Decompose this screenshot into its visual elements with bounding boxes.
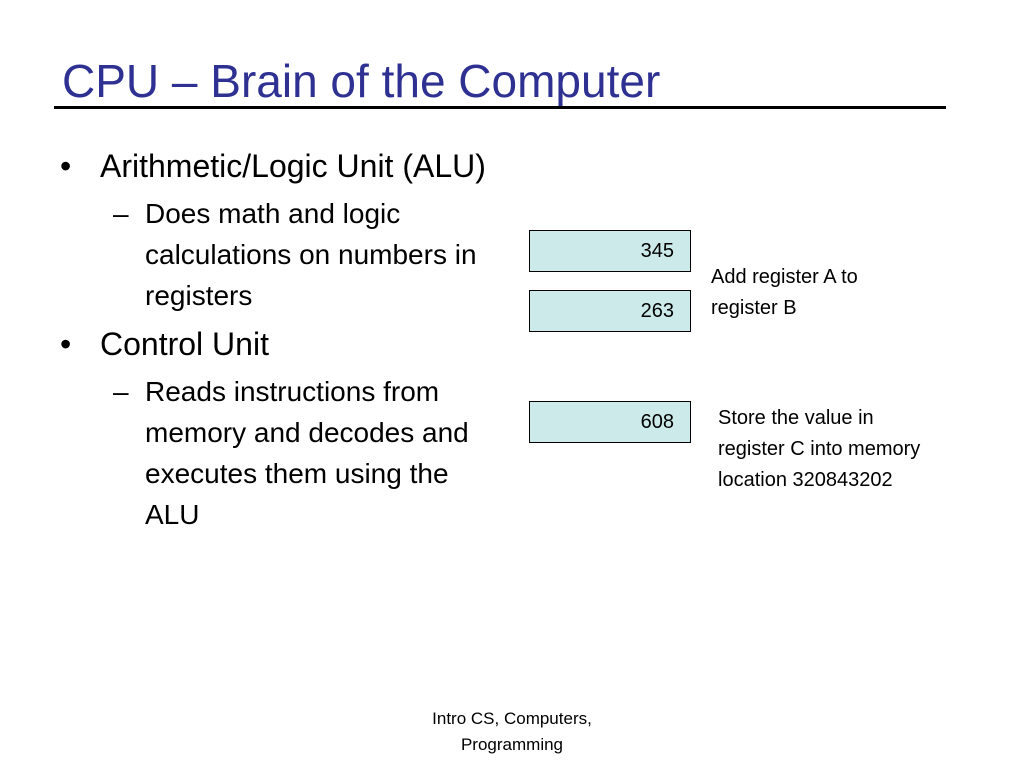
register-c: 608 — [529, 401, 691, 443]
bullet-alu-label: Arithmetic/Logic Unit (ALU) — [100, 148, 486, 184]
bullet-alu: • Arithmetic/Logic Unit (ALU) — [56, 146, 506, 187]
sub-bullet-dash: – — [113, 198, 129, 229]
sub-bullet-alu-text: Does math and logic calculations on numb… — [145, 198, 477, 311]
sub-bullet-dash: – — [113, 376, 129, 407]
bullet-list: • Arithmetic/Logic Unit (ALU) – Does mat… — [56, 146, 506, 535]
slide-footer: Intro CS, Computers, Programming — [432, 709, 592, 754]
register-a: 345 — [529, 230, 691, 272]
bullet-dot: • — [60, 148, 72, 184]
sub-bullet-alu: – Does math and logic calculations on nu… — [56, 193, 506, 316]
register-b: 263 — [529, 290, 691, 332]
slide-title: CPU – Brain of the Computer — [62, 55, 661, 107]
bullet-control-unit: • Control Unit — [56, 324, 506, 365]
bullet-dot: • — [60, 326, 72, 362]
sub-bullet-control-unit: – Reads instructions from memory and dec… — [56, 371, 506, 535]
bullet-control-unit-label: Control Unit — [100, 326, 269, 362]
note-store-value: Store the value in register C into memor… — [718, 407, 921, 491]
sub-bullet-control-unit-text: Reads instructions from memory and decod… — [145, 376, 469, 530]
note-add-registers: Add register A to register B — [711, 266, 858, 319]
title-underline — [54, 106, 946, 109]
